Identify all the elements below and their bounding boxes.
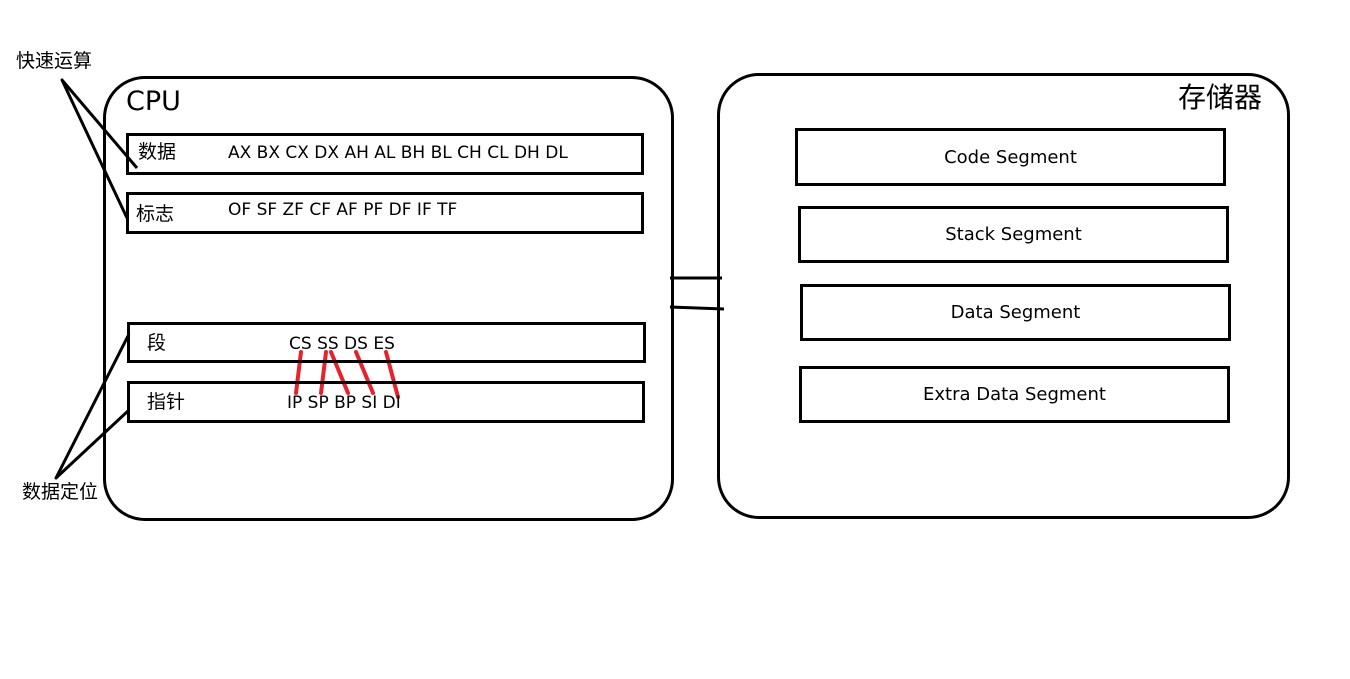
cpu-row-data-content: AX BX CX DX AH AL BH BL CH CL DH DL (228, 143, 568, 163)
fast-compute-label: 快速运算 (16, 50, 93, 72)
link-es-di (384, 350, 400, 399)
cpu-row-segment-content: CS SS DS ES (289, 334, 395, 354)
memory-segment-code: Code Segment (795, 128, 1226, 186)
cpu-row-data (126, 133, 644, 175)
memory-panel (717, 73, 1290, 519)
cpu-row-flags-label: 标志 (136, 203, 175, 225)
memory-segment-extra: Extra Data Segment (799, 366, 1230, 423)
cpu-row-segment (127, 322, 646, 363)
cpu-row-pointer-content: IP SP BP SI DI (287, 393, 401, 413)
cpu-row-pointer-label: 指针 (147, 391, 186, 413)
link-ss-bp (329, 350, 350, 395)
link-ds-si (354, 350, 375, 395)
cpu-row-flags (126, 192, 644, 234)
memory-segment-stack: Stack Segment (798, 206, 1229, 263)
cpu-title: CPU (126, 86, 181, 117)
memory-segment-data: Data Segment (800, 284, 1231, 341)
link-ss-sp (319, 350, 328, 395)
bus-line-bottom (669, 305, 725, 311)
link-cs-ip (294, 350, 303, 395)
cpu-row-pointer (127, 381, 645, 423)
cpu-row-segment-label: 段 (147, 332, 167, 354)
segment-pointer-links (294, 350, 400, 399)
cpu-panel (103, 76, 674, 521)
memory-title: 存储器 (1178, 81, 1263, 114)
data-locate-label: 数据定位 (22, 481, 99, 503)
cpu-row-flags-content: OF SF ZF CF AF PF DF IF TF (228, 200, 458, 220)
cpu-row-data-label: 数据 (138, 141, 177, 163)
